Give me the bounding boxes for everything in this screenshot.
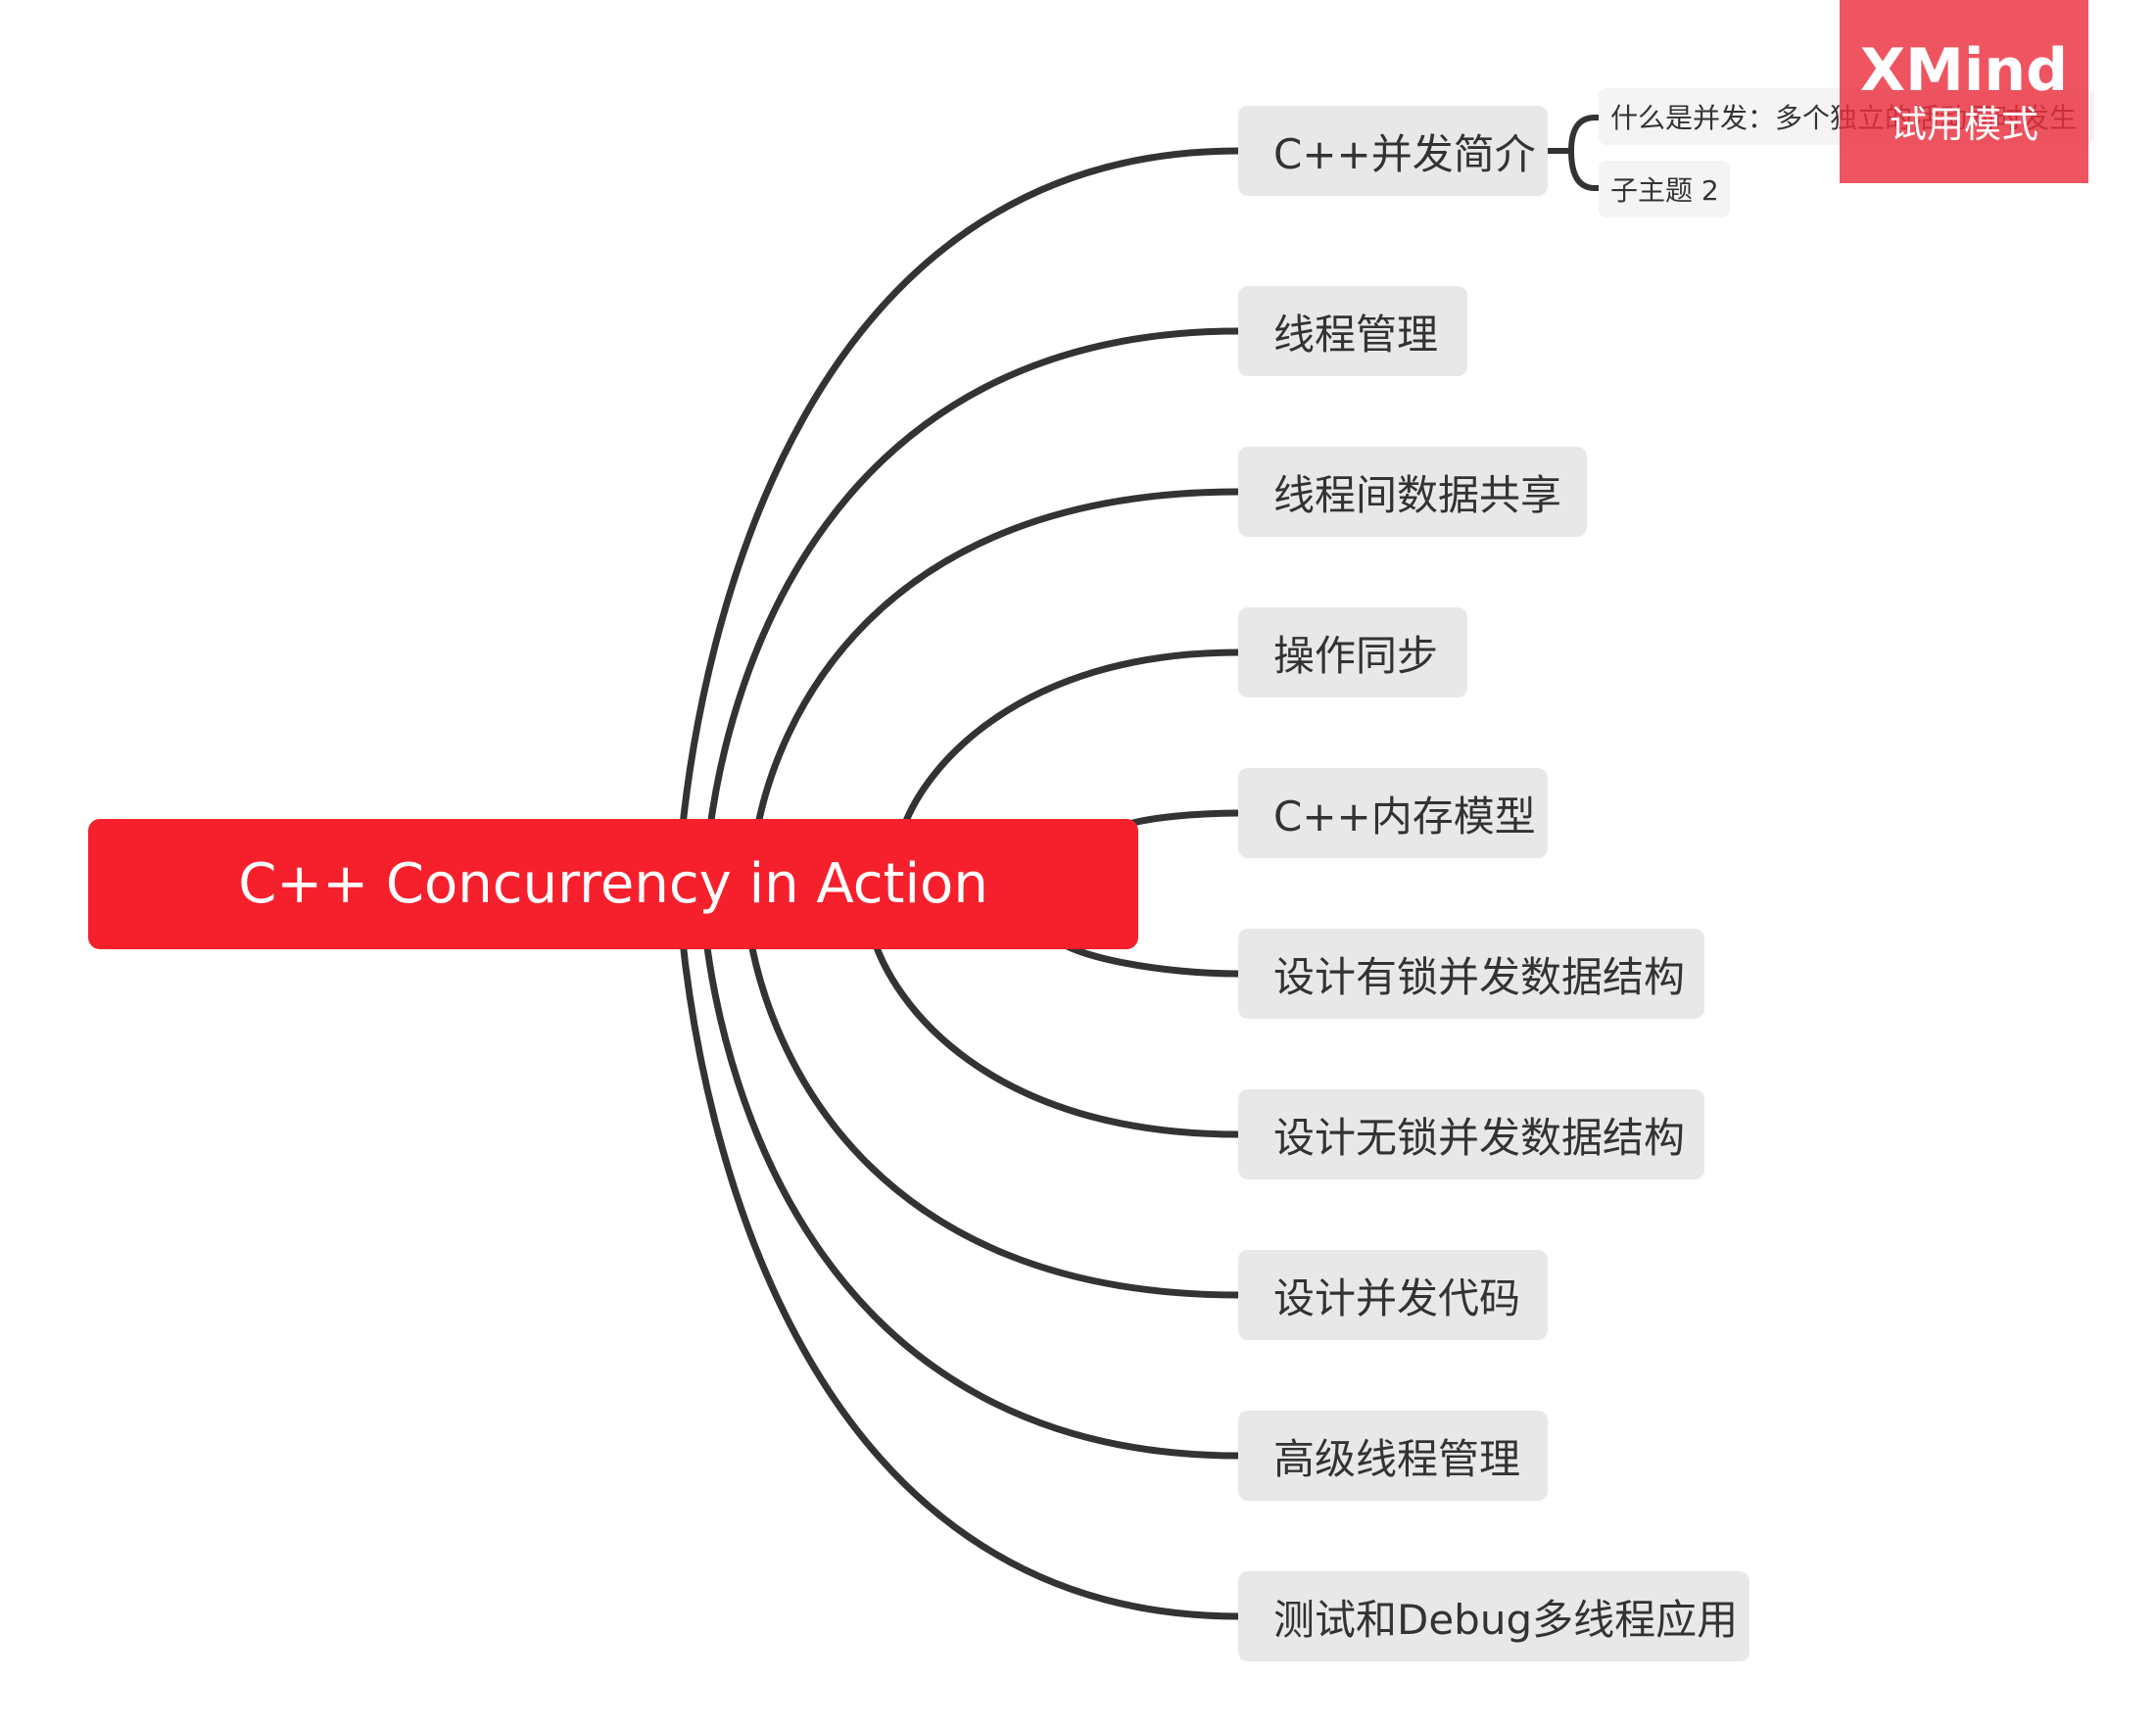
topic-5[interactable]: C++内存模型 bbox=[1238, 768, 1548, 858]
topic-label: 设计有锁并发数据结构 bbox=[1273, 952, 1686, 1001]
topic-2[interactable]: 线程管理 bbox=[1238, 286, 1467, 376]
connector-line bbox=[897, 648, 1242, 839]
connector-line bbox=[678, 147, 1242, 839]
topic-10[interactable]: 测试和Debug多线程应用 bbox=[1238, 1571, 1749, 1661]
connector-line bbox=[752, 488, 1242, 839]
topic-8[interactable]: 设计并发代码 bbox=[1238, 1250, 1548, 1340]
topic-label: 线程管理 bbox=[1273, 310, 1439, 359]
topic-label: 操作同步 bbox=[1273, 631, 1439, 680]
topic-6[interactable]: 设计有锁并发数据结构 bbox=[1238, 929, 1704, 1019]
connector-line bbox=[868, 929, 1242, 1138]
watermark-mode: 试用模式 bbox=[1889, 102, 2038, 146]
topic-label: C++并发简介 bbox=[1273, 129, 1536, 178]
watermark-brand: XMind bbox=[1859, 35, 2069, 105]
topic-3[interactable]: 线程间数据共享 bbox=[1238, 447, 1587, 537]
topic-label: 测试和Debug多线程应用 bbox=[1273, 1595, 1739, 1644]
topic-label: 高级线程管理 bbox=[1273, 1434, 1521, 1483]
connector-line bbox=[678, 929, 1242, 1620]
trial-watermark: XMind 试用模式 bbox=[1840, 0, 2088, 183]
topic-label: 线程间数据共享 bbox=[1273, 470, 1562, 519]
topic-label: C++内存模型 bbox=[1273, 792, 1536, 840]
connector-line bbox=[705, 327, 1242, 839]
topic-1[interactable]: C++并发简介 bbox=[1238, 106, 1548, 196]
subtopic-2[interactable]: 子主题 2 bbox=[1599, 161, 1730, 217]
subtopic-bracket bbox=[1545, 115, 1602, 191]
topic-7[interactable]: 设计无锁并发数据结构 bbox=[1238, 1089, 1704, 1179]
connector-line bbox=[745, 929, 1242, 1299]
topic-9[interactable]: 高级线程管理 bbox=[1238, 1411, 1548, 1501]
root-topic[interactable]: C++ Concurrency in Action bbox=[88, 819, 1138, 949]
root-topic-label: C++ Concurrency in Action bbox=[238, 852, 988, 916]
subtopic-label: 子主题 2 bbox=[1610, 174, 1719, 207]
connector-line bbox=[701, 929, 1242, 1460]
topic-4[interactable]: 操作同步 bbox=[1238, 607, 1467, 697]
topic-label: 设计并发代码 bbox=[1273, 1273, 1521, 1322]
topic-label: 设计无锁并发数据结构 bbox=[1273, 1113, 1686, 1162]
